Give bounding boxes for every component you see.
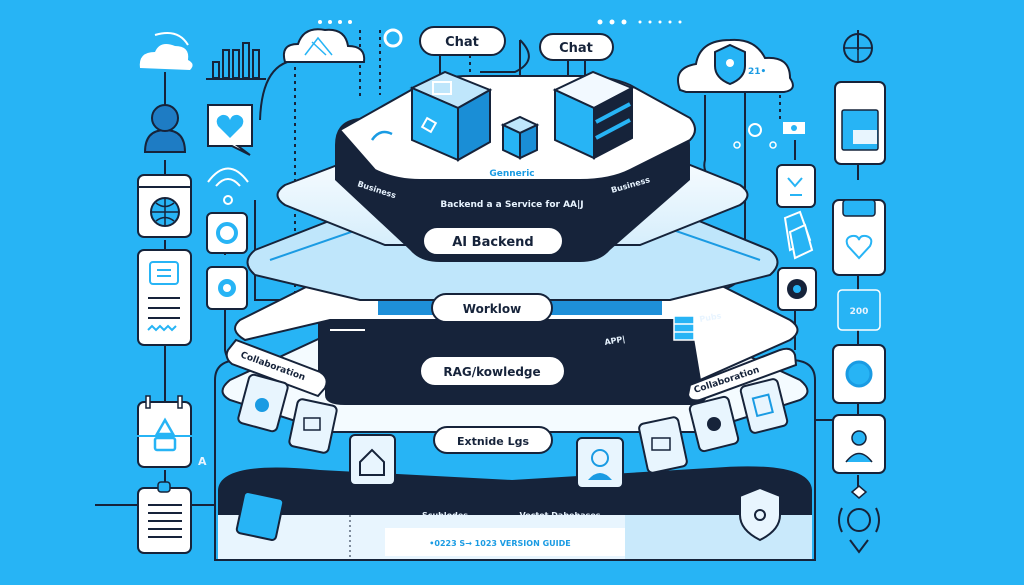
ring-icon	[383, 28, 403, 48]
bar-chart-icon	[206, 42, 266, 80]
globe-card-icon	[137, 174, 192, 238]
chat-pill-right[interactable]: Chat	[539, 33, 614, 61]
gear-card-icon-2	[688, 395, 740, 453]
home-card-icon	[349, 434, 396, 486]
wifi-icon	[207, 167, 249, 205]
chat-label-left: Chat	[445, 35, 479, 50]
lock-heart-icon	[832, 183, 886, 276]
gear-card-icon	[206, 266, 248, 310]
backend-service-subtitle: Backend a a Service for AA|J	[440, 200, 583, 210]
gear-card-icon-right	[777, 267, 817, 311]
clipboard-icon	[137, 481, 192, 554]
document-card-icon	[137, 249, 192, 346]
workflow-label: Worklow	[463, 302, 521, 316]
gear-card-icon	[237, 373, 289, 433]
music-card-icon	[235, 491, 285, 541]
image-card-icon-2	[638, 416, 688, 474]
rag-knowledge-pill[interactable]: RAG/kowledge	[419, 355, 566, 387]
network-cloud-icon	[282, 28, 366, 63]
globe-icon	[843, 33, 873, 63]
badge-year: 200	[850, 307, 869, 317]
chain-icon	[733, 123, 777, 149]
rag-knowledge-label: RAG/kowledge	[443, 365, 540, 379]
cloud-icon	[139, 32, 193, 70]
chat-pill-left[interactable]: Chat	[419, 26, 506, 56]
extended-logs-pill[interactable]: Extnide Lgs	[433, 426, 553, 454]
image-card-icon	[288, 398, 338, 454]
robot-card-icon	[776, 164, 816, 208]
ai-backend-label: AI Backend	[452, 235, 534, 250]
chat-label-right: Chat	[559, 41, 593, 56]
target-card-icon	[832, 344, 886, 404]
pubs-label: Pubs	[699, 311, 723, 324]
generic-label: Genneric	[489, 169, 534, 179]
workflow-pill[interactable]: Worklow	[431, 293, 553, 323]
cube-small	[500, 115, 540, 160]
shield-icon	[739, 486, 781, 542]
left-letter: A	[198, 455, 207, 468]
signal-icon	[838, 485, 880, 554]
cube-left	[409, 70, 493, 162]
tags-icon	[783, 210, 814, 260]
right-icon-column: 21•	[677, 33, 886, 554]
subnodes-label: Scublodes	[422, 511, 468, 520]
ai-backend-pill[interactable]: AI Backend	[422, 226, 564, 256]
badge-icon: 200	[837, 289, 881, 331]
frame-card-icon	[739, 378, 789, 434]
eye-icon	[783, 122, 805, 134]
cloud-number: 21•	[748, 67, 766, 77]
vector-databases-label: Vectot Dabebases	[519, 511, 600, 520]
settings-card-icon	[206, 212, 248, 254]
person-card-icon	[832, 414, 886, 474]
user-icon	[143, 104, 187, 153]
calendar-icon	[130, 395, 200, 468]
version-guide-footer: •0223 S→ 1023 VERSION GUIDE	[429, 539, 570, 548]
cube-server	[552, 70, 635, 160]
calendar-card-icon	[834, 81, 886, 165]
heart-chat-icon	[207, 104, 253, 156]
bottom-cards	[235, 373, 789, 541]
left-icon-column: A	[130, 32, 266, 554]
extended-logs-label: Extnide Lgs	[457, 435, 530, 448]
shield-cloud-icon: 21•	[677, 38, 794, 93]
api-label: APP|	[604, 334, 626, 346]
avatar-card-icon	[576, 437, 624, 489]
